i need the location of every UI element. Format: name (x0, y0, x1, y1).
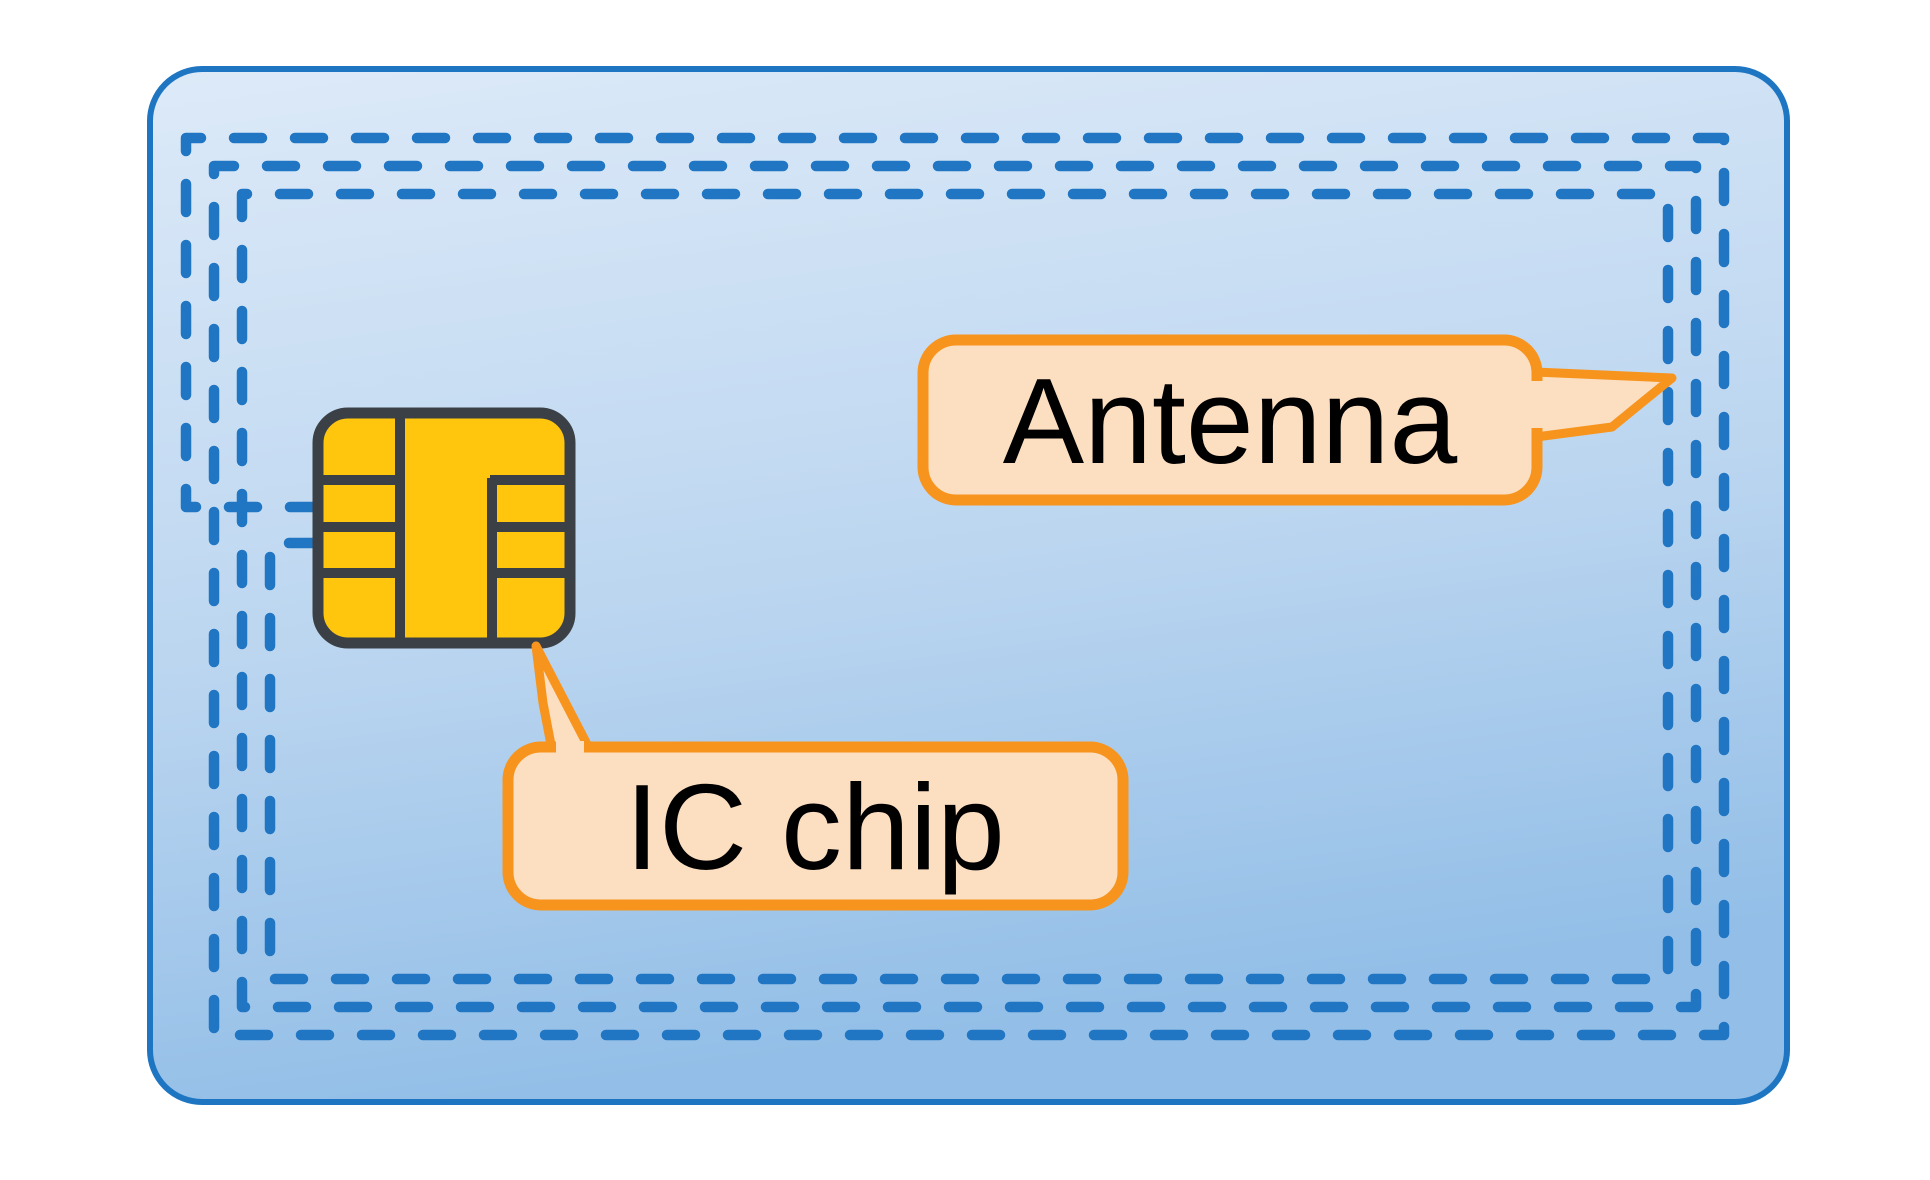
antenna-callout-seam (1529, 381, 1546, 428)
chip-pad (318, 413, 570, 643)
ic-chip (312, 407, 576, 649)
antenna-label: Antenna (1003, 353, 1458, 489)
ic-chip-callout-seam (556, 741, 584, 755)
antenna-coil (180, 132, 1730, 1041)
antenna-callout: Antenna (917, 334, 1677, 506)
ic-chip-label: IC chip (625, 759, 1005, 895)
chip-contact-grid (319, 414, 569, 642)
ic-chip-callout: IC chip (502, 641, 1129, 911)
chip-outline (312, 407, 576, 649)
ic-chip-callout-box (502, 741, 1129, 911)
